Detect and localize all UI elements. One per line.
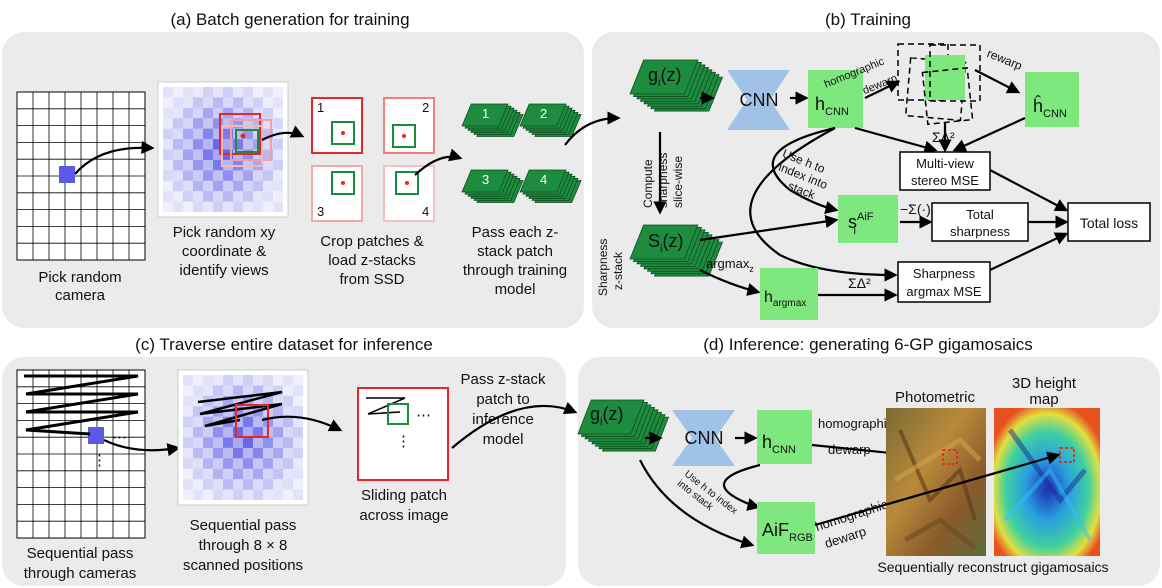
cam-caption-2: through cameras	[24, 565, 137, 582]
dots-c2: ⋯	[416, 407, 431, 424]
cnn-block	[727, 70, 790, 130]
pass-caption-3: through training	[463, 262, 567, 279]
dots-c1: ⋯	[112, 429, 127, 446]
mv-mse-1: Multi-view	[916, 156, 974, 171]
gi-stack-inference	[577, 399, 670, 452]
d-cnn-block	[672, 410, 735, 466]
stack-number-4: 4	[540, 172, 547, 187]
argmax-label: argmaxz	[706, 256, 754, 274]
panel-a-title: (a) Batch generation for training	[170, 10, 409, 29]
d-cnn-label: CNN	[685, 428, 724, 448]
views-caption-1: Pick random xy	[173, 224, 276, 241]
stack-number-3: 3	[482, 172, 489, 187]
panel-a-bg	[2, 32, 584, 328]
slicewise-label: slice-wise	[671, 156, 685, 208]
crop-caption-1: Crop patches &	[320, 233, 423, 250]
pos-caption-3: scanned positions	[183, 557, 303, 574]
sharp-argmax-box	[897, 261, 991, 303]
crop-caption-2: load z-stacks	[328, 252, 416, 269]
aif-label: AiFRGB	[762, 520, 813, 544]
compute-label: Compute	[641, 159, 655, 208]
total-loss-label: Total loss	[1080, 215, 1138, 231]
cnn-label: CNN	[740, 90, 779, 110]
positions-image	[177, 369, 309, 506]
total-loss-box	[1067, 202, 1151, 242]
stack-number-2: 2	[540, 106, 547, 121]
stack-number-1: 1	[482, 106, 489, 121]
reconstruct-label: Sequentially reconstruct gigamosaics	[877, 559, 1108, 575]
sharpness-zstack-2: z-stack	[611, 251, 625, 290]
c-pass-1: Pass z-stack	[460, 371, 546, 388]
photometric-image	[886, 408, 986, 556]
si-stack	[629, 224, 724, 277]
dewarped-views	[897, 43, 981, 126]
d-h-cnn-box	[757, 410, 812, 464]
camera-grid	[16, 91, 146, 261]
panel-b-bg	[592, 32, 1160, 328]
total-sharpness-box	[931, 202, 1029, 242]
d-homographic-1: homographic	[818, 416, 894, 431]
sharp-argmax-2: argmax MSE	[906, 284, 981, 299]
sum-delta2-label: ΣΔ²	[848, 275, 871, 291]
pass-caption-1: Pass each z-	[472, 224, 559, 241]
crop-caption-3: from SSD	[339, 271, 404, 288]
total-sharpness-2: sharpness	[950, 224, 1010, 239]
views-caption-3: identify views	[179, 262, 268, 279]
selected-camera	[59, 166, 75, 183]
views-caption-2: coordinate &	[182, 243, 266, 260]
c-pass-4: model	[483, 431, 524, 448]
photometric-label: Photometric	[895, 389, 976, 406]
camera-grid-traverse	[16, 369, 146, 539]
mv-mse-2: stereo MSE	[911, 173, 979, 188]
panel-b-title: (b) Training	[825, 10, 911, 29]
cam-caption-1: Sequential pass	[27, 545, 134, 562]
sum-delta-label: ΣΔ²	[932, 129, 955, 145]
h-hat-label: ĥCNN	[1033, 95, 1067, 120]
panel-d-title: (d) Inference: generating 6-GP gigamosai…	[703, 335, 1032, 354]
vdots-c2: ⋮	[396, 433, 411, 450]
camera-caption-2: camera	[55, 287, 106, 304]
pos-caption-2: through 8 × 8	[199, 537, 288, 554]
views-image	[157, 81, 289, 218]
sum-op-label: −Σ(·)	[900, 201, 931, 217]
slide-caption-1: Sliding patch	[361, 487, 447, 504]
panel-c-title: (c) Traverse entire dataset for inferenc…	[135, 335, 433, 354]
h-hat-box	[1025, 72, 1079, 127]
sAiF-box	[838, 195, 898, 243]
patch-number-3: 3	[317, 204, 324, 219]
c-pass-2: patch to	[476, 391, 529, 408]
s-label: Si(z)	[648, 231, 683, 255]
slide-caption-2: across image	[359, 507, 448, 524]
d-g-label: gi(z)	[590, 404, 623, 428]
camera-caption-1: Pick random	[38, 269, 121, 286]
pos-caption-1: Sequential pass	[190, 517, 297, 534]
sharpness-label: sharpness	[656, 153, 670, 208]
pass-caption-2: stack patch	[477, 243, 553, 260]
pass-caption-4: model	[495, 281, 536, 298]
h-argmax-box	[760, 268, 818, 320]
h-cnn-label: hCNN	[815, 94, 849, 118]
patch-number-1: 1	[317, 100, 324, 115]
crop-patches	[311, 97, 435, 222]
height-map-2: map	[1029, 391, 1058, 408]
patch-number-2: 2	[422, 100, 429, 115]
patch-number-4: 4	[422, 204, 429, 219]
sharpness-zstack-1: Sharpness	[596, 239, 610, 296]
zstack-patches	[461, 103, 582, 203]
h-cnn-box	[808, 70, 863, 128]
height-map-1: 3D height	[1012, 375, 1077, 392]
d-h-cnn-label: hCNN	[762, 432, 796, 456]
total-sharpness-1: Total	[966, 207, 994, 222]
g-label: gi(z)	[648, 65, 681, 89]
height-map-image	[994, 408, 1100, 556]
aif-box	[757, 502, 815, 554]
h-argmax-label: hargmax	[764, 289, 806, 309]
vdots-c1: ⋮	[92, 452, 107, 469]
sharp-argmax-1: Sharpness	[913, 266, 976, 281]
